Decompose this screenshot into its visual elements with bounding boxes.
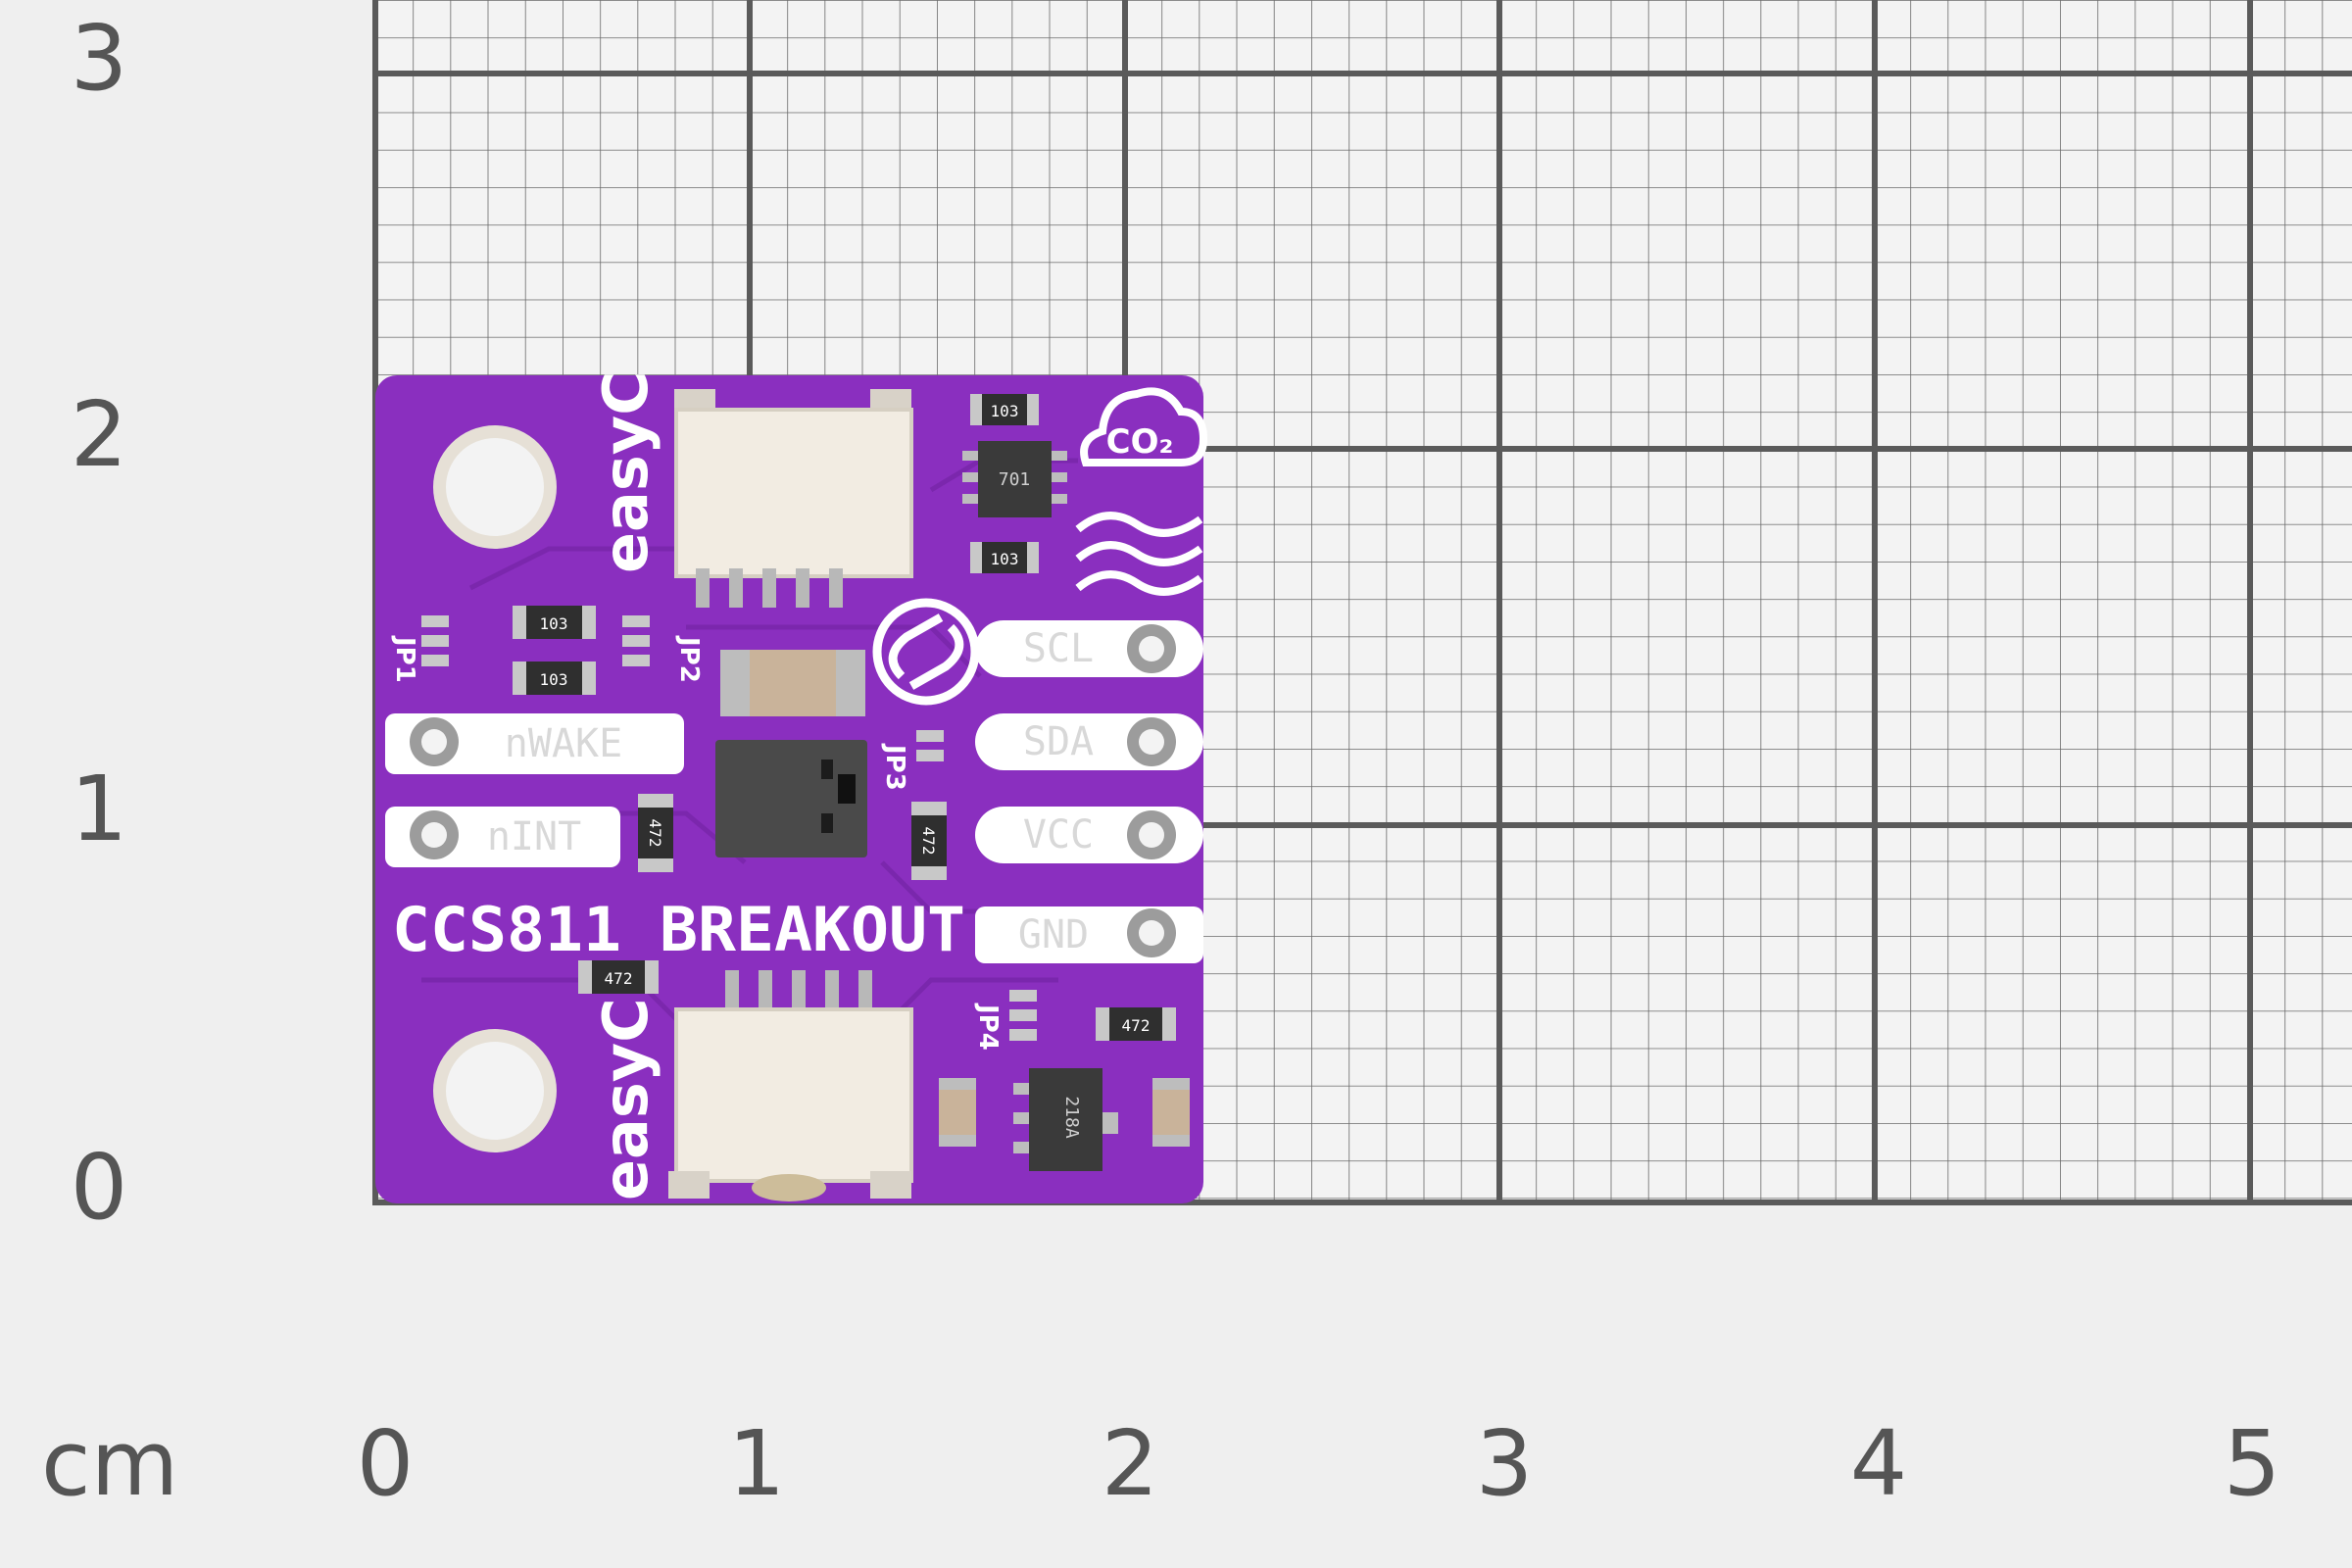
resistor-3: 103	[513, 606, 596, 639]
x-tick-3: 3	[1475, 1411, 1534, 1516]
soldered-logo-icon	[872, 598, 980, 706]
resistor-6-value: 472	[1122, 1016, 1151, 1035]
y-tick-3: 3	[70, 6, 128, 111]
small-capacitors	[939, 1078, 1190, 1147]
jumper-pads	[421, 615, 1037, 1041]
ccs811-breakout-board: 701 218A 103 103 103 103 472 472 472 472	[375, 370, 1208, 1203]
resistor-2: 103	[970, 542, 1039, 573]
x-tick-2: 2	[1101, 1411, 1159, 1516]
pin-nint-label: nINT	[487, 814, 581, 859]
resistors: 103 103 103 103 472 472 472 472	[513, 394, 1176, 1041]
jp4-label: JP4	[973, 1003, 1003, 1051]
resistor-7-value: 472	[646, 819, 664, 848]
resistor-1-value: 103	[991, 402, 1019, 420]
resistor-8: 472	[911, 802, 947, 880]
resistor-7: 472	[638, 794, 673, 872]
ic-top-marking: 701	[999, 469, 1031, 490]
x-tick-4: 4	[1849, 1411, 1908, 1516]
pin-scl-label: SCL	[1023, 626, 1094, 671]
easyc-brand-bottom: easyC	[590, 998, 662, 1200]
capacitor	[720, 650, 865, 716]
resistor-3-value: 103	[540, 614, 568, 633]
ccs811-sensor-chip	[715, 740, 867, 858]
unit-label: cm	[41, 1411, 179, 1516]
pin-nwake: nWAKE	[385, 713, 684, 774]
ic-bottom: 218A	[1013, 1068, 1118, 1171]
pin-vcc-label: VCC	[1023, 812, 1094, 858]
pin-sda-label: SDA	[1023, 719, 1094, 764]
mounting-hole-top	[433, 425, 557, 549]
pin-scl: SCL	[975, 620, 1203, 677]
jp1-label: JP1	[390, 635, 419, 683]
easyc-brand-top: easyC	[590, 370, 662, 573]
resistor-2-value: 103	[991, 550, 1019, 568]
resistor-5: 472	[578, 960, 659, 994]
resistor-6: 472	[1096, 1007, 1176, 1041]
resistor-4-value: 103	[540, 670, 568, 689]
jp3-label: JP3	[880, 743, 909, 791]
co2-cloud-icon: CO₂	[1080, 387, 1208, 466]
pin-sda: SDA	[975, 713, 1203, 770]
y-tick-2: 2	[70, 382, 128, 487]
ic-bottom-marking: 218A	[1061, 1096, 1082, 1139]
y-tick-1: 1	[70, 757, 128, 861]
resistor-8-value: 472	[919, 827, 938, 856]
easyc-connector-bottom	[668, 970, 913, 1201]
board-title: CCS811 BREAKOUT	[392, 894, 965, 965]
x-tick-0: 0	[356, 1411, 415, 1516]
easyc-connector-top	[674, 389, 913, 608]
co2-logo-text: CO₂	[1106, 422, 1174, 462]
pin-gnd-label: GND	[1018, 912, 1089, 957]
x-tick-5: 5	[2223, 1411, 2281, 1516]
pin-vcc: VCC	[975, 807, 1203, 863]
pin-gnd: GND	[975, 906, 1203, 963]
jumper-labels: JP1 JP2 JP3 JP4	[390, 635, 1003, 1051]
jp2-label: JP2	[674, 635, 704, 683]
mounting-hole-bottom	[433, 1029, 557, 1152]
resistor-1: 103	[970, 394, 1039, 425]
resistor-5-value: 472	[605, 969, 633, 988]
air-waves-icon	[1075, 512, 1203, 596]
graph-paper-grid	[372, 0, 2352, 1205]
pin-nwake-label: nWAKE	[505, 721, 622, 766]
y-tick-0: 0	[70, 1135, 128, 1240]
resistor-4: 103	[513, 662, 596, 695]
x-tick-1: 1	[727, 1411, 786, 1516]
pin-nint: nINT	[385, 807, 620, 867]
ic-top: 701	[962, 441, 1067, 517]
